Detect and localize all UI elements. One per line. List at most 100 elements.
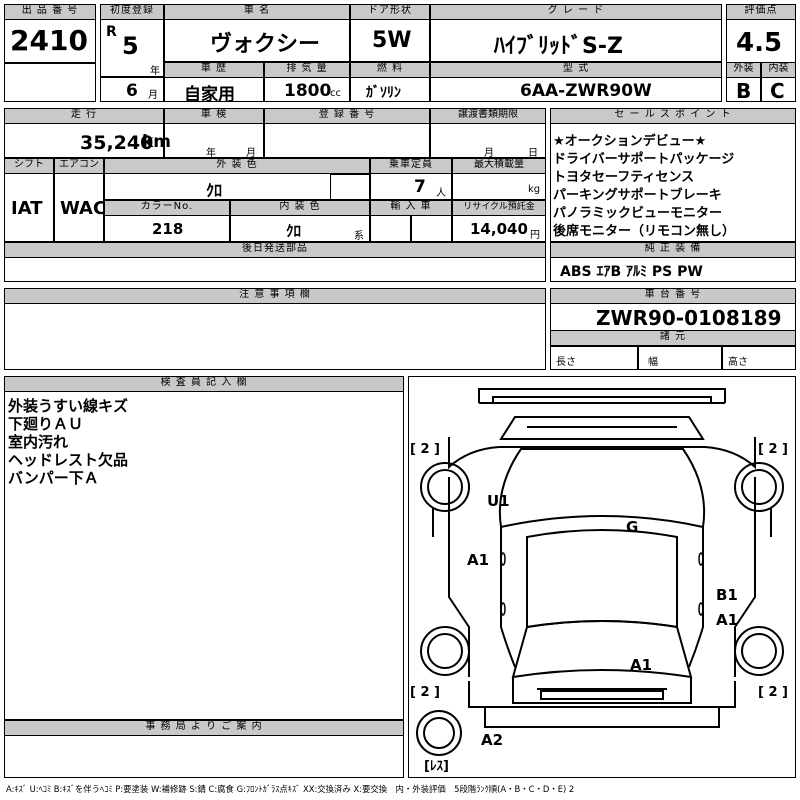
fuel-box: [350, 62, 430, 102]
car-name-label: 車 名: [164, 4, 350, 20]
model-box: [430, 62, 722, 102]
inspector-line-3: ヘッドレスト欠品: [8, 451, 129, 469]
mileage-unit: km: [142, 132, 172, 152]
inspector-box: [4, 376, 404, 720]
recycle-unit: 円: [530, 230, 540, 241]
transfer-month-unit: 月: [484, 148, 494, 159]
spare-tire: [ﾚｽ]: [424, 759, 449, 774]
inspector-line-2: 室内汚れ: [8, 433, 69, 451]
ac-box: [54, 158, 104, 242]
tire-front-right: [ 2 ]: [758, 442, 788, 457]
tire-front-left: [ 2 ]: [410, 442, 440, 457]
damage-mark: A1: [716, 611, 739, 629]
office-box: [4, 720, 404, 778]
lot-number: 2410: [10, 24, 88, 57]
grade: ﾊｲﾌﾞﾘｯﾄﾞS-Z: [494, 34, 623, 59]
chassis-number: ZWR90-0108189: [596, 306, 782, 330]
door: 5W: [372, 28, 412, 53]
transfer-day-unit: 日: [528, 148, 538, 159]
shift: IAT: [11, 198, 43, 219]
capacity: 7: [414, 177, 426, 197]
sales-points-box: [550, 108, 796, 242]
first-reg-era: R: [106, 24, 117, 40]
model: 6AA-ZWR90W: [520, 81, 652, 101]
ext-color-sub: [330, 174, 370, 200]
dims-height-box: [722, 346, 796, 370]
year-unit: 年: [150, 66, 160, 77]
recycle: 14,040: [470, 220, 528, 238]
color-no: 218: [152, 220, 184, 238]
fuel: ｶﾞｿﾘﾝ: [366, 85, 401, 101]
capacity-box: [370, 158, 452, 200]
inspector-line-0: 外装うすい線キズ: [8, 397, 129, 415]
inspector-line-4: バンパー下Ａ: [8, 469, 99, 487]
later-parts-box: [4, 242, 546, 282]
inspection-month-unit: 月: [246, 148, 256, 159]
import-divider: [410, 216, 412, 242]
lot-number-label: 出 品 番 号: [4, 4, 96, 20]
history: 自家用: [184, 85, 235, 105]
color-no-box: [104, 200, 230, 242]
dims-label: 諸 元: [550, 330, 796, 346]
ac: WAC: [60, 198, 107, 219]
int-color: ｸﾛ: [286, 222, 302, 240]
displacement-unit: cc: [330, 88, 341, 99]
history-box: [164, 62, 264, 102]
damage-mark: A2: [481, 731, 504, 749]
recycle-box: [452, 200, 546, 242]
shift-box: [4, 158, 54, 242]
int-grade-box: [761, 62, 796, 102]
car-damage-diagram: [416, 388, 784, 756]
notes-box: [4, 288, 546, 370]
load-unit: kg: [528, 184, 541, 195]
sales-point-3: パーキングサポートブレーキ: [553, 188, 722, 203]
sales-point-5: 後席モニター（リモコン無し）: [553, 224, 736, 239]
width-label: 幅: [648, 357, 658, 368]
damage-mark: A1: [630, 656, 653, 674]
car-name: ヴォクシー: [210, 32, 321, 57]
height-label: 高さ: [728, 357, 748, 368]
damage-mark: A1: [467, 551, 490, 569]
damage-mark: U1: [487, 492, 510, 510]
first-reg-month: 6: [126, 81, 138, 101]
mileage: 35,240: [80, 132, 154, 154]
grade-label: グ レ ー ド: [430, 4, 722, 20]
damage-mark: B1: [716, 586, 738, 604]
score: 4.5: [736, 28, 783, 58]
score-label: 評価点: [726, 4, 796, 20]
tire-rear-right: [ 2 ]: [758, 685, 788, 700]
sales-point-0: ★オークションデビュー★: [553, 134, 707, 149]
sales-point-1: ドライバーサポートパッケージ: [553, 152, 735, 167]
displacement-box: [264, 62, 350, 102]
displacement: 1800: [284, 81, 332, 101]
legend: A:ｷｽﾞ U:ﾍｺﾐ B:ｷｽﾞを伴うﾍｺﾐ P:要塗装 W:補修跡 S:錆 …: [6, 784, 575, 794]
sales-point-4: パノラミックビューモニター: [553, 206, 723, 221]
int-color-box: [230, 200, 370, 242]
inspection-box: [164, 108, 264, 158]
first-reg-year: 5: [122, 32, 139, 60]
ext-grade: B: [736, 79, 752, 103]
transfer-box: [430, 108, 546, 158]
first-reg-label: 初度登録: [100, 4, 164, 20]
sales-point-2: トヨタセーフティセンス: [553, 170, 695, 185]
ext-color: ｸﾛ: [206, 181, 223, 200]
ext-grade-box: [726, 62, 761, 102]
reg-no-box: [264, 108, 430, 158]
lot-number-divider: [4, 62, 96, 64]
first-reg-divider: [100, 76, 164, 78]
door-label: ドア形状: [350, 4, 430, 20]
equipment-box: [550, 242, 796, 282]
int-color-unit: 系: [354, 231, 364, 242]
dims-width-box: [638, 346, 722, 370]
int-grade: C: [770, 79, 785, 103]
month-unit: 月: [148, 90, 158, 101]
capacity-unit: 人: [436, 188, 446, 199]
mileage-box: [4, 108, 164, 158]
load-box: [452, 158, 546, 200]
dims-length-box: [550, 346, 638, 370]
length-label: 長さ: [556, 357, 576, 368]
damage-mark: G: [626, 518, 639, 536]
inspector-line-1: 下廻りＡＵ: [8, 415, 84, 433]
inspection-year-unit: 年: [206, 148, 216, 159]
tire-rear-left: [ 2 ]: [410, 685, 440, 700]
